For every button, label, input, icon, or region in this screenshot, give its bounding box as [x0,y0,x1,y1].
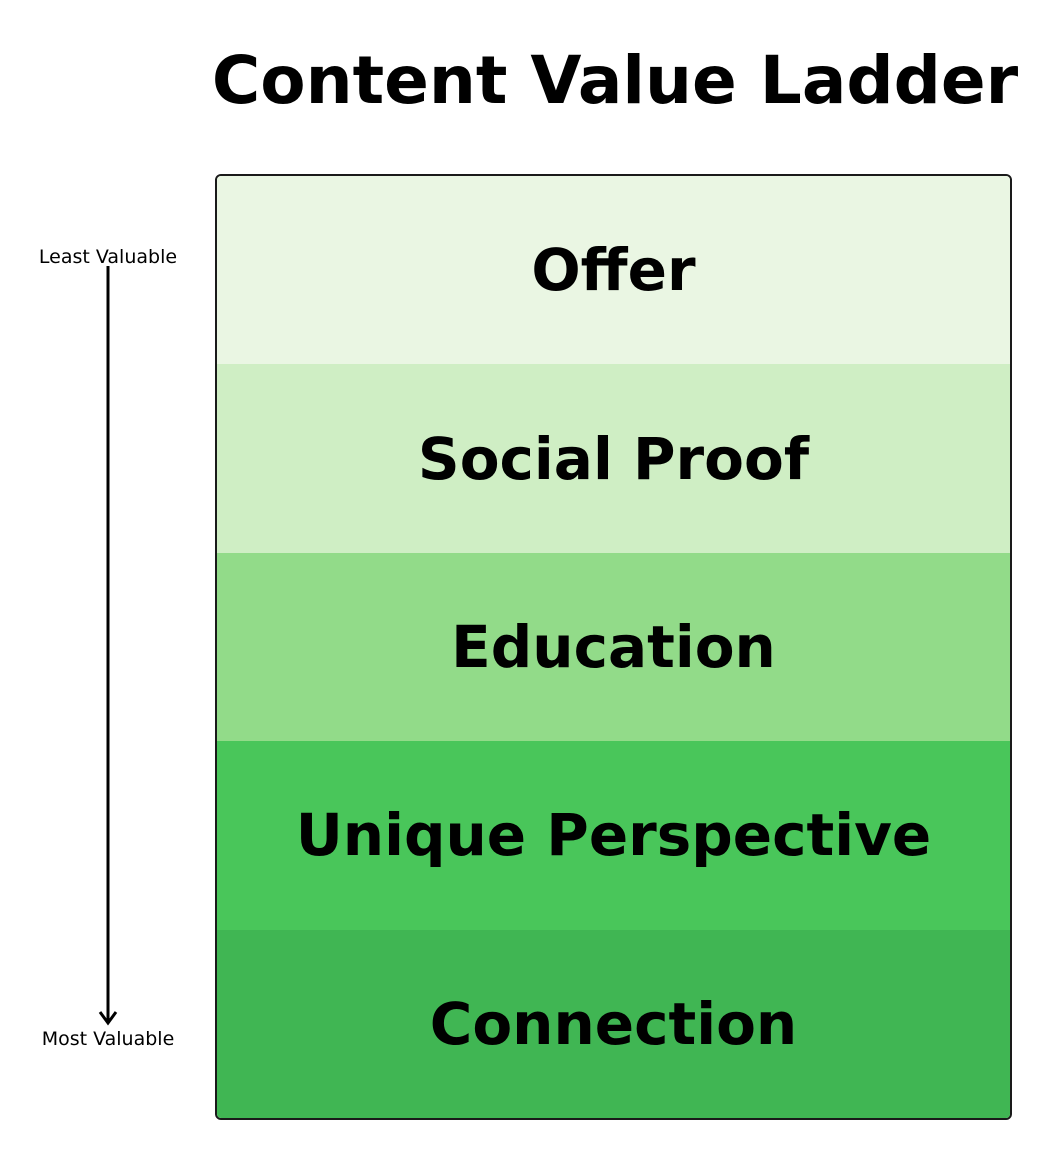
ladder-rung-connection: Connection [217,929,1010,1118]
diagram-title: Content Value Ladder [211,42,1019,119]
least-valuable-label: Least Valuable [38,246,178,268]
arrow-head [98,1011,118,1026]
ladder-rung-social-proof: Social Proof [217,364,1010,553]
ladder-rung-unique-perspective: Unique Perspective [217,741,1010,930]
ladder-rung-education: Education [217,552,1010,742]
value-ladder: Offer Social Proof Education Unique Pers… [215,174,1012,1120]
value-direction-arrow [98,266,118,1026]
most-valuable-label: Most Valuable [41,1028,175,1050]
ladder-rung-offer: Offer [217,176,1010,365]
